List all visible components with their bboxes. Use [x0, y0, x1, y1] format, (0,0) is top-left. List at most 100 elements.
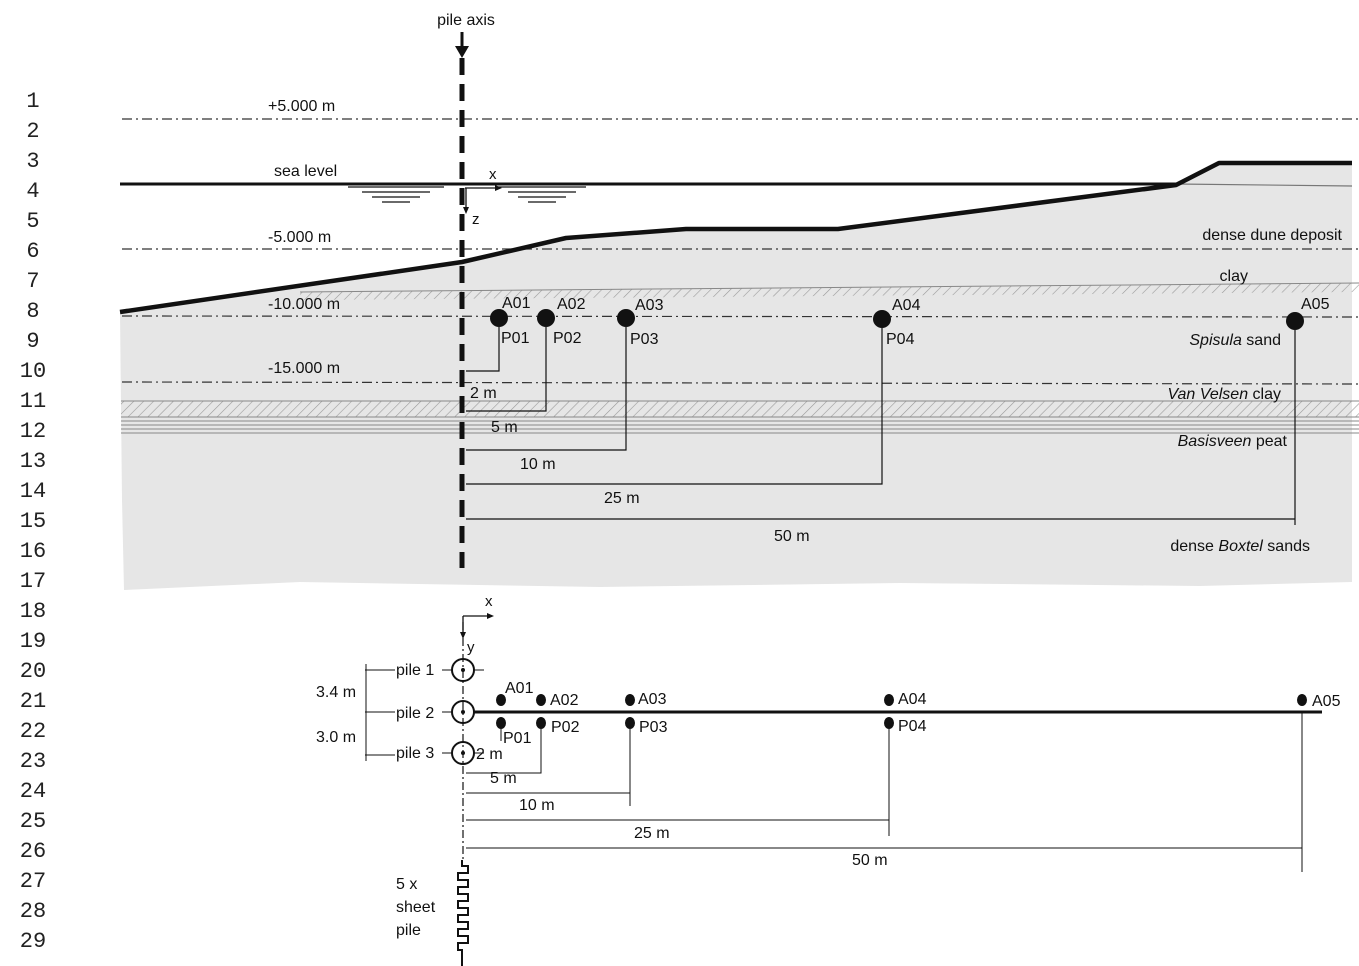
line-number: 20 [19, 659, 47, 684]
line-number: 5 [26, 209, 40, 234]
line-number: 19 [19, 629, 47, 654]
line-number: 24 [19, 779, 47, 804]
plan-sensor-label-p: P03 [639, 719, 668, 736]
pile-axis-arrow-icon [455, 46, 469, 58]
layer-label-boxtel: dense Boxtel sands [1170, 538, 1310, 555]
layer-label-van-velsen-italic: Van Velsen [1167, 386, 1248, 403]
plan-sensor-a04 [884, 694, 894, 706]
layer-label-spisula-rest: sand [1242, 332, 1281, 349]
sheet-pile-label: 5 x [396, 876, 417, 893]
sensor-label-p: P02 [553, 330, 582, 347]
sensor-label-p: P04 [886, 331, 915, 348]
sea-level-label: sea level [274, 163, 337, 180]
sensor-marker-a02 [537, 309, 555, 327]
line-number: 15 [19, 509, 47, 534]
line-number: 9 [26, 329, 40, 354]
clay-layer-band [300, 283, 1359, 300]
layer-label-van-velsen-rest: clay [1248, 386, 1281, 403]
plan-sensor-label-a: A02 [550, 692, 579, 709]
sensor-label-a: A05 [1301, 296, 1330, 313]
line-number: 28 [19, 899, 47, 924]
xy-coordinate-arrows [460, 613, 494, 639]
layer-label-spisula: Spisula sand [1189, 332, 1281, 349]
distance-label: 25 m [604, 490, 640, 507]
axis-z-label: z [472, 211, 480, 228]
line-number: 7 [26, 269, 40, 294]
line-number: 10 [19, 359, 47, 384]
layer-label-boxtel-pre: dense [1170, 538, 1218, 555]
dimension-lines [466, 327, 1296, 525]
line-number: 29 [19, 929, 47, 954]
plan-sensor-label-a: A01 [505, 680, 534, 697]
line-number: 6 [26, 239, 40, 264]
sensor-marker-a05 [1286, 312, 1304, 330]
cross-section: pile axis x z +5.000 m sea level -5.000 … [119, 12, 1359, 590]
sensor-markers [490, 309, 1304, 330]
plan-sensor-a05 [1297, 694, 1307, 706]
line-number: 14 [19, 479, 47, 504]
plan-axis-x-label: x [485, 593, 493, 610]
layer-label-spisula-italic: Spisula [1189, 332, 1242, 349]
plan-distance-label: 10 m [519, 797, 555, 814]
sensor-label-p: P01 [501, 330, 530, 347]
plan-sensor-p02 [536, 717, 546, 729]
sheet-pile-label: sheet [396, 899, 436, 916]
distance-label: 50 m [774, 528, 810, 545]
plan-sensor-label-a: A03 [638, 691, 667, 708]
layer-label-boxtel-rest: sands [1263, 538, 1310, 555]
plan-axis-y-label: y [467, 639, 475, 656]
plan-view: x y pile 1 pile 2 pile 3 [316, 593, 1341, 966]
distance-label: 5 m [491, 419, 518, 436]
line-number: 4 [26, 179, 40, 204]
water-symbol [498, 186, 586, 203]
line-number: 22 [19, 719, 47, 744]
sensor-label-a: A03 [635, 297, 664, 314]
line-number: 23 [19, 749, 47, 774]
plan-distance-label: 5 m [490, 770, 517, 787]
plan-sensor-label-a: A05 [1312, 693, 1341, 710]
layer-label-clay: clay [1220, 268, 1248, 285]
sensor-label-a: A01 [502, 295, 531, 312]
sensor-marker-a01 [490, 309, 508, 327]
axis-x-label: x [489, 166, 497, 183]
elevation-label: +5.000 m [268, 98, 335, 115]
distance-label: 10 m [520, 456, 556, 473]
plan-distance-label: 50 m [852, 852, 888, 869]
plan-dimension-lines [466, 712, 1303, 872]
pile-axis-label: pile axis [437, 12, 495, 29]
layer-label-boxtel-italic: Boxtel [1218, 538, 1263, 555]
line-number: 13 [19, 449, 47, 474]
plan-sensor-p04 [884, 717, 894, 729]
plan-sensor-a02 [536, 694, 546, 706]
line-number: 25 [19, 809, 47, 834]
plan-sensor-p01 [496, 717, 506, 729]
line-number: 3 [26, 149, 40, 174]
pile-label: pile 2 [396, 705, 434, 722]
seabed-profile [119, 160, 1352, 315]
plan-sensor-a01 [496, 694, 506, 706]
sensor-marker-a03 [617, 309, 635, 327]
layer-label-van-velsen: Van Velsen clay [1167, 386, 1281, 403]
layer-label-dune: dense dune deposit [1202, 227, 1342, 244]
plan-sensor-label-p: P04 [898, 718, 927, 735]
sensor-label-a: A02 [557, 296, 586, 313]
plan-sensor-a03 [625, 694, 635, 706]
soil-body [120, 163, 1352, 590]
sheet-pile-icon [457, 860, 469, 966]
plan-distance-label: 2 m [476, 746, 503, 763]
water-symbol [348, 186, 444, 203]
plan-sensor-label-a: A04 [898, 691, 927, 708]
plan-sensor-p03 [625, 717, 635, 729]
layer-label-basisveen-italic: Basisveen [1178, 433, 1252, 450]
line-number: 1 [26, 89, 40, 114]
xz-coordinate-arrows [463, 185, 502, 214]
elevation-lines [121, 118, 1359, 385]
line-number: 2 [26, 119, 40, 144]
elevation-label: -15.000 m [268, 360, 340, 377]
pile-spacing-label: 3.0 m [316, 729, 356, 746]
layer-label-basisveen: Basisveen peat [1178, 433, 1288, 450]
line-number: 11 [19, 389, 47, 414]
basisveen-peat-lines [121, 420, 1359, 434]
elevation-label: -5.000 m [268, 229, 331, 246]
